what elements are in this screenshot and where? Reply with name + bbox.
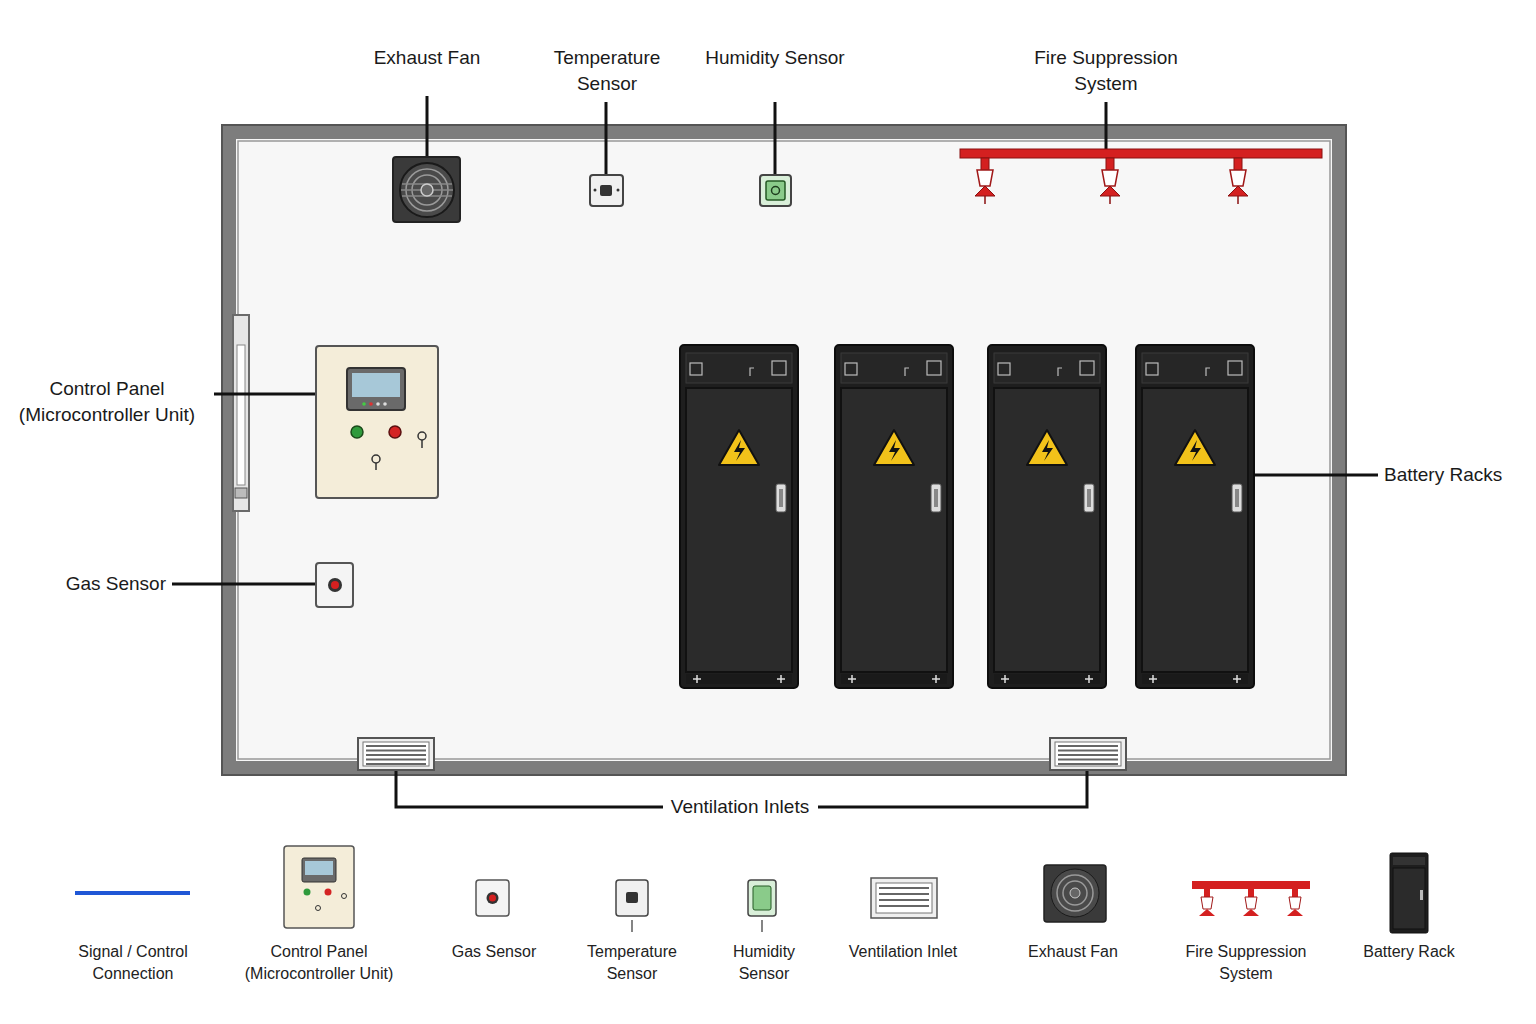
ventilation-inlets [358,738,1126,770]
temperature-sensor [590,175,623,206]
legend-text: Temperature Sensor [577,941,687,985]
component-label: Ventilation Inlets [663,794,817,820]
legend-text: Fire Suppression System [1176,941,1316,985]
ventilation-inlets: Ventilation Inlets [358,738,1125,770]
battery-racks [680,345,1254,688]
component-label: Humidity Sensor [705,45,845,71]
control-panel [316,346,438,498]
temperature-sensor: Temperature Sensor [590,175,623,206]
battery-racks: Battery Racks [680,345,1253,688]
humidity-sensor [760,175,791,206]
legend-text: Gas Sensor [434,941,554,963]
exhaust-fan [393,157,460,222]
legend-text: Control Panel (Microcontroller Unit) [229,941,409,985]
component-label: Battery Racks [1384,462,1529,488]
component-label: Gas Sensor [20,571,166,597]
room-wall-outer [222,125,1346,775]
room-wall [229,132,1339,768]
legend-text: Ventilation Inlet [833,941,973,963]
humidity-sensor: Humidity Sensor [760,175,791,206]
legend-text: Humidity Sensor [719,941,809,985]
legend-text: Exhaust Fan [1013,941,1133,963]
legend-text: Battery Rack [1349,941,1469,963]
leader-lines [172,96,1378,807]
legend-icons [75,846,1428,933]
component-label: Temperature Sensor [532,45,682,97]
room-wall-inner [238,141,1330,759]
control-panel: Control Panel (Microcontroller Unit) [316,346,438,498]
component-label: Fire Suppression System [1011,45,1201,97]
fire-suppression-system: Fire Suppression System [960,147,1322,207]
door [233,315,249,511]
component-label: Exhaust Fan [347,45,507,71]
gas-sensor: Gas Sensor [316,563,353,607]
gas-sensor [316,563,353,607]
component-label: Control Panel (Microcontroller Unit) [2,376,212,428]
legend-text: Signal / Control Connection [68,941,198,985]
exhaust-fan: Exhaust Fan [393,157,460,222]
fire-suppression-system [960,149,1322,204]
